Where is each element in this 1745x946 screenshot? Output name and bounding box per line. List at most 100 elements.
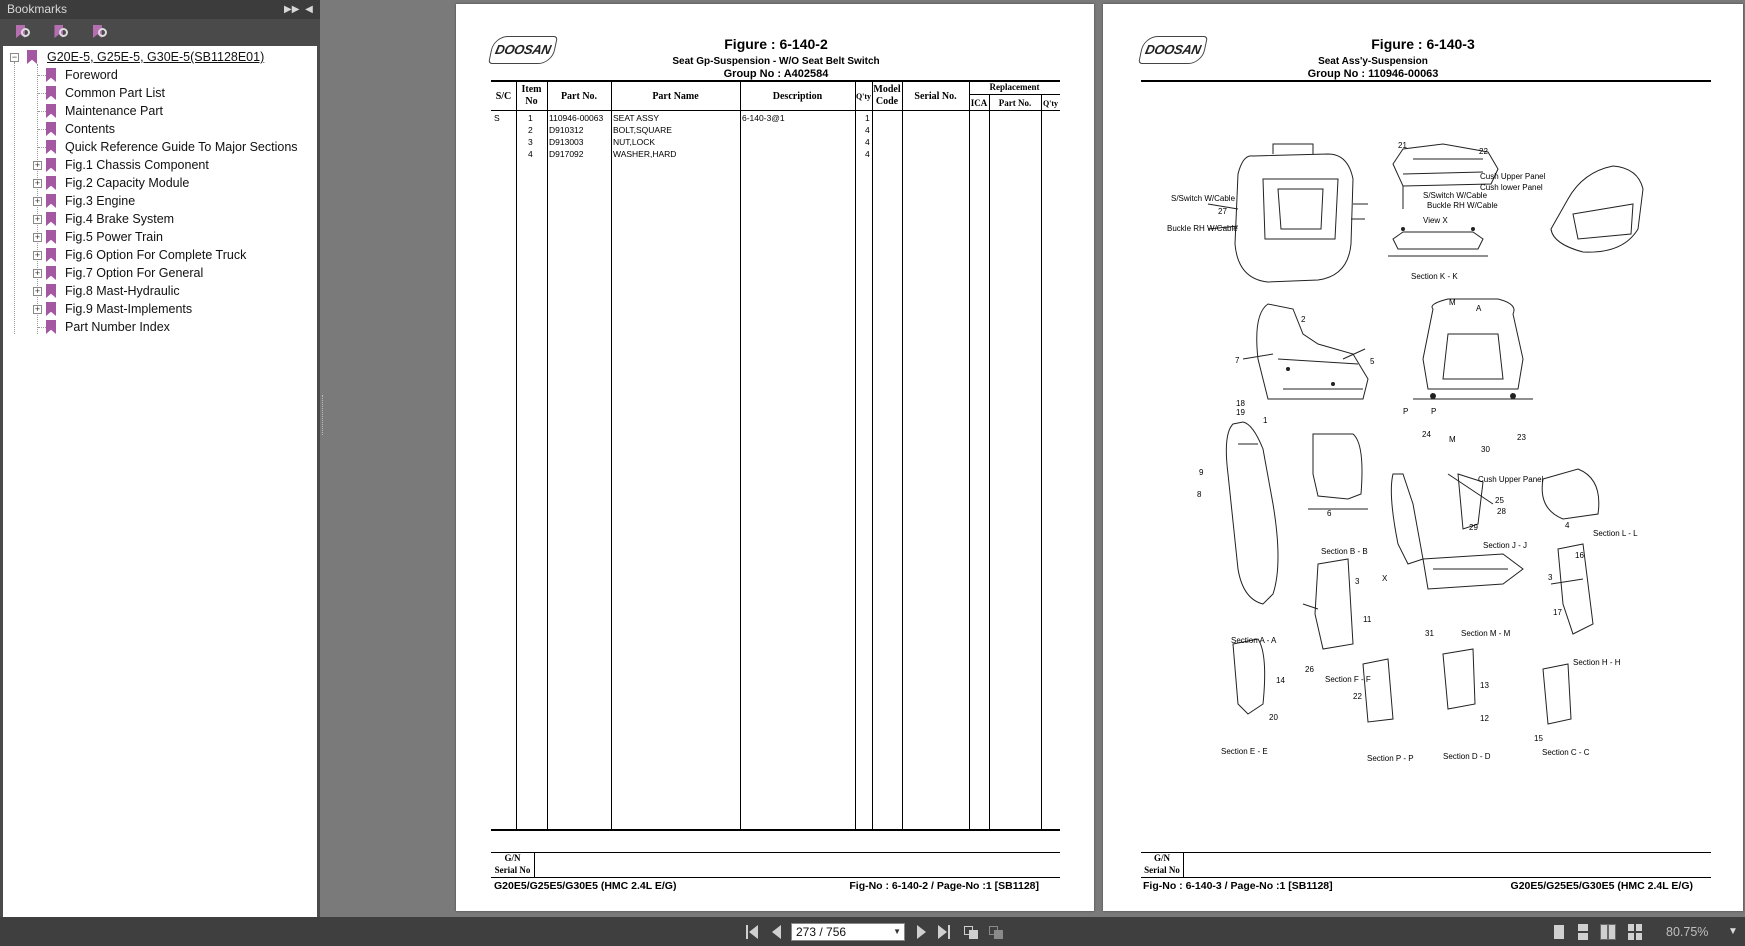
facing-view-icon[interactable] bbox=[1600, 924, 1616, 940]
bookmarks-toolbar bbox=[0, 19, 320, 45]
cell-part-name: BOLT,SQUARE bbox=[613, 125, 672, 135]
bookmark-item[interactable]: +Fig.1 Chassis Component bbox=[3, 156, 317, 174]
cell-part-name: WASHER,HARD bbox=[613, 149, 677, 159]
diagram-label: Section H - H bbox=[1573, 658, 1621, 667]
gn-label: G/N bbox=[504, 853, 521, 863]
gn-label: G/N bbox=[1153, 853, 1170, 863]
bookmark-item[interactable]: +Fig.9 Mast-Implements bbox=[3, 300, 317, 318]
expand-toggle-icon[interactable]: + bbox=[33, 214, 42, 224]
continuous-facing-view-icon[interactable] bbox=[1627, 924, 1643, 940]
bookmark-item[interactable]: Maintenance Part bbox=[3, 102, 317, 120]
bookmark-item[interactable]: Quick Reference Guide To Major Sections bbox=[3, 138, 317, 156]
page-exploded-diagram: DOOSAN Figure : 6-140-3 Seat Ass'y-Suspe… bbox=[1103, 4, 1743, 911]
bookmark-item[interactable]: +Fig.4 Brake System bbox=[3, 210, 317, 228]
header-rep-part-no: Part No. bbox=[998, 98, 1032, 108]
bookmark-item[interactable]: Common Part List bbox=[3, 84, 317, 102]
document-view[interactable]: DOOSAN Figure : 6-140-2 Seat Gp-Suspensi… bbox=[326, 0, 1745, 917]
bookmark-icon bbox=[46, 302, 56, 316]
bookmark-icon bbox=[27, 50, 37, 64]
page-number-text: 273 / 756 bbox=[796, 925, 847, 939]
previous-page-icon[interactable] bbox=[767, 923, 785, 941]
figure-title: Figure : 6-140-2 bbox=[724, 36, 828, 52]
bookmark-item[interactable]: Contents bbox=[3, 120, 317, 138]
expand-bookmark-icon[interactable] bbox=[52, 23, 70, 41]
find-bookmark-icon[interactable] bbox=[14, 23, 32, 41]
diagram-label: Section J - J bbox=[1483, 541, 1528, 550]
page-number-input[interactable]: 273 / 756 ▼ bbox=[791, 923, 905, 941]
diagram-label: 1 bbox=[1263, 416, 1268, 425]
single-page-view-icon[interactable] bbox=[1551, 924, 1567, 940]
bookmark-item[interactable]: +Fig.7 Option For General bbox=[3, 264, 317, 282]
bookmark-item[interactable]: Part Number Index bbox=[3, 318, 317, 336]
cell-part-no: 110946-00063 bbox=[549, 113, 604, 123]
diagram-label: 6 bbox=[1327, 509, 1332, 518]
diagram-label: Section A - A bbox=[1231, 636, 1277, 645]
diagram-label: 7 bbox=[1235, 356, 1240, 365]
diagram-label: 22 bbox=[1353, 692, 1362, 701]
collapse-panel-icon[interactable]: ◀ bbox=[305, 4, 313, 15]
previous-view-icon[interactable] bbox=[962, 923, 980, 941]
continuous-view-icon[interactable] bbox=[1575, 924, 1591, 940]
navigation-bar: 273 / 756 ▼ 80.75% ▼ bbox=[0, 917, 1745, 946]
zoom-level[interactable]: 80.75% bbox=[1666, 925, 1709, 939]
figure-subtitle: Seat Gp-Suspension - W/O Seat Belt Switc… bbox=[672, 56, 880, 67]
diagram-label: 31 bbox=[1425, 629, 1434, 638]
bookmark-label: Fig.8 Mast-Hydraulic bbox=[65, 284, 180, 298]
bookmark-root[interactable]: − G20E-5, G25E-5, G30E-5(SB1128E01) bbox=[3, 48, 317, 66]
first-page-icon[interactable] bbox=[743, 923, 761, 941]
bookmarks-header: Bookmarks ▶▶ ◀ bbox=[0, 0, 320, 19]
doosan-logo: DOOSAN bbox=[488, 36, 558, 64]
bookmark-label: Fig.5 Power Train bbox=[65, 230, 163, 244]
bookmark-item[interactable]: + Fig.5 Power Train bbox=[3, 228, 317, 246]
diagram-label: P bbox=[1431, 407, 1437, 416]
bookmark-item[interactable]: Foreword bbox=[3, 66, 317, 84]
expand-toggle-icon[interactable]: + bbox=[33, 286, 42, 296]
diagram-label: 13 bbox=[1480, 681, 1489, 690]
bookmark-item[interactable]: + Fig.6 Option For Complete Truck bbox=[3, 246, 317, 264]
expand-toggle-icon[interactable]: + bbox=[33, 178, 42, 188]
diagram-label: Section D - D bbox=[1443, 752, 1491, 761]
cell-item: 2 bbox=[528, 125, 533, 135]
expand-panel-icon[interactable]: ▶▶ bbox=[284, 4, 300, 15]
bookmark-icon bbox=[46, 140, 56, 154]
bookmark-options-icon[interactable] bbox=[91, 23, 109, 41]
last-page-icon[interactable] bbox=[935, 923, 953, 941]
bookmark-item[interactable]: + Fig.8 Mast-Hydraulic bbox=[3, 282, 317, 300]
bookmark-item[interactable]: +Fig.2 Capacity Module bbox=[3, 174, 317, 192]
chevron-down-icon[interactable]: ▼ bbox=[893, 927, 901, 936]
cell-part-name: NUT,LOCK bbox=[613, 137, 656, 147]
expand-toggle-icon[interactable]: + bbox=[33, 196, 42, 206]
expand-toggle-icon[interactable]: + bbox=[33, 250, 42, 260]
cell-qty: 4 bbox=[865, 149, 870, 159]
header-qty: Q'ty bbox=[855, 92, 872, 101]
next-view-icon[interactable] bbox=[987, 923, 1005, 941]
bookmark-icon bbox=[46, 122, 56, 136]
panel-splitter[interactable] bbox=[320, 0, 326, 917]
diagram-label: Section B - B bbox=[1321, 547, 1368, 556]
collapse-toggle-icon[interactable]: − bbox=[10, 52, 19, 62]
bookmark-icon bbox=[46, 266, 56, 280]
expand-toggle-icon[interactable]: + bbox=[33, 268, 42, 278]
diagram-label: M bbox=[1449, 435, 1456, 444]
header-item: Item bbox=[521, 84, 542, 95]
page-parts-list: DOOSAN Figure : 6-140-2 Seat Gp-Suspensi… bbox=[456, 4, 1094, 911]
bookmark-label: G20E-5, G25E-5, G30E-5(SB1128E01) bbox=[47, 50, 265, 64]
diagram-label: A bbox=[1476, 304, 1482, 313]
cell-part-no: D917092 bbox=[549, 149, 584, 159]
diagram-label: 9 bbox=[1199, 468, 1204, 477]
bookmark-icon bbox=[46, 194, 56, 208]
bookmark-item[interactable]: +Fig.3 Engine bbox=[3, 192, 317, 210]
bookmark-label: Fig.6 Option For Complete Truck bbox=[65, 248, 247, 262]
group-number: Group No : 110946-00063 bbox=[1307, 68, 1439, 80]
chevron-down-icon[interactable]: ▼ bbox=[1728, 926, 1738, 937]
bookmark-icon bbox=[46, 86, 56, 100]
expand-toggle-icon[interactable]: + bbox=[33, 304, 42, 314]
expand-toggle-icon[interactable]: + bbox=[33, 160, 42, 170]
diagram-label: 2 bbox=[1301, 315, 1306, 324]
header-description: Description bbox=[772, 91, 823, 102]
diagram-label: 26 bbox=[1305, 665, 1314, 674]
header-code: Code bbox=[875, 96, 899, 107]
next-page-icon[interactable] bbox=[912, 923, 930, 941]
expand-toggle-icon[interactable]: + bbox=[33, 232, 42, 242]
footer-fig-no: Fig-No : 6-140-3 / Page-No :1 [SB1128] bbox=[1143, 880, 1333, 892]
